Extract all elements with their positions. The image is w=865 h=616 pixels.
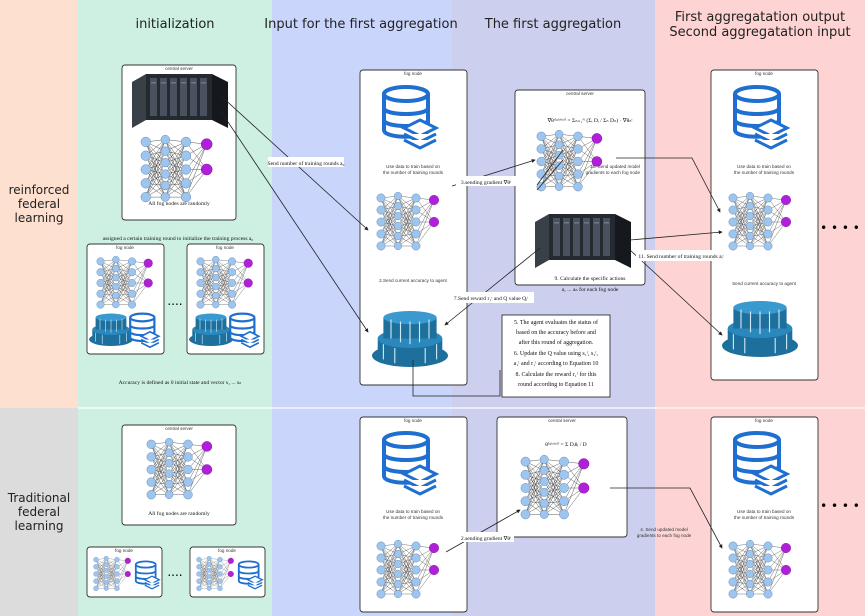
row-label-traditional-2: federal xyxy=(18,505,60,519)
row-label-reinforced-2: federal xyxy=(18,197,60,211)
agent-icon xyxy=(721,300,799,358)
send-rounds-2-label-bg xyxy=(636,250,726,261)
output-fog-node-box-top: fog node Use data to train based on the … xyxy=(710,69,819,381)
send-rounds-2-label: 11. Send number of training rounds aᵢᵗ xyxy=(638,253,723,260)
left-column-top-bg xyxy=(0,0,78,408)
agent-evaluation-note: 5. The agent evaluates the status of bas… xyxy=(501,314,611,398)
svg-text:based on the accuracy before a: based on the accuracy before and xyxy=(516,329,596,336)
output-fog-node-box-bottom: fog node Use data to train based on the … xyxy=(710,416,819,613)
send-reward-label: 7.Send reward r₁ᵗ and Q value Qᵢᵗ xyxy=(454,296,528,302)
calc-specific-line2: a₁ ... aₙ for each fog node xyxy=(562,286,619,293)
svg-text:the number of training rounds: the number of training rounds xyxy=(383,515,444,520)
svg-text:central server: central server xyxy=(566,91,594,96)
send-updated-trad-2: gradients to each fog node xyxy=(637,533,692,538)
send-updated-trad-1: 4. Send updated model xyxy=(640,527,688,532)
svg-text:Use data to train based on: Use data to train based on xyxy=(737,509,791,514)
row-label-reinforced-3: learning xyxy=(15,211,64,225)
bottom-row-arrows xyxy=(445,487,723,553)
svg-text:All fog nodes are randomly: All fog nodes are randomly xyxy=(148,200,210,207)
left-column-bottom-bg xyxy=(0,408,78,616)
send-rounds-label: Send number of training rounds a₀ xyxy=(268,160,345,167)
svg-text:fog node: fog node xyxy=(116,245,134,250)
svg-text:fog node: fog node xyxy=(218,548,236,553)
svg-text:fog node: fog node xyxy=(755,418,773,423)
svg-text:9. Calculate the specific acti: 9. Calculate the specific actions xyxy=(555,275,626,282)
agg-central-server-box-bottom: central server θ⁽ᵍˡᵒᵇᵃˡ⁾ = Σ Dᵢθᵢ / D xyxy=(496,416,628,538)
sending-gradient-label-bg xyxy=(456,176,516,186)
row-label-traditional-3: learning xyxy=(15,519,64,533)
assigned-round-label: assigned a certain training round to ini… xyxy=(103,236,254,242)
init-fog-node-bottom-1: fog node xyxy=(86,546,163,598)
top-row-arrows xyxy=(219,94,723,397)
init-fog-node-2: fog node xyxy=(186,243,265,355)
send-reward-label-bg xyxy=(448,292,534,303)
svg-text:Use data to train based on: Use data to train based on xyxy=(386,509,440,514)
svg-text:the number of training rounds: the number of training rounds xyxy=(383,170,444,175)
ellipsis-right-bottom: • • • • xyxy=(820,499,860,513)
input-fog-node-box: fog node Use data to train based on the … xyxy=(359,69,468,386)
ellipsis-right-top: • • • • xyxy=(820,221,860,235)
header-input-first-aggregation: Input for the first aggregation xyxy=(264,17,457,32)
svg-text:gradients to each fog node: gradients to each fog node xyxy=(586,170,641,175)
svg-text:fog node: fog node xyxy=(404,418,422,423)
svg-text:∇θᵗ⁽ᵍˡᵒᵇᵃˡ⁾ = Σₙ₌₁ᴺ (Σᵢ Dᵢ / Σ: ∇θᵗ⁽ᵍˡᵒᵇᵃˡ⁾ = Σₙ₌₁ᴺ (Σᵢ Dᵢ / Σₙ Dₙ) · ∇θ… xyxy=(546,117,632,124)
svg-text:Use data to train based on: Use data to train based on xyxy=(737,164,791,169)
header-output-line2: Second aggregatation input xyxy=(669,25,850,40)
svg-text:6. Update the Q value using s₁: 6. Update the Q value using s₁ᵗ, s₂ᵗ, xyxy=(514,351,599,357)
header-initialization: initialization xyxy=(135,17,214,32)
accuracy-defined-label: Accuracy is defined as 0 initial state a… xyxy=(119,379,243,386)
init-fog-node-1: fog node xyxy=(86,243,165,355)
svg-text:after this round of aggregatio: after this round of aggregation. xyxy=(519,339,594,346)
svg-text:the number of training rounds: the number of training rounds xyxy=(734,170,795,175)
agg-central-server-box: central server ∇θᵗ⁽ᵍˡᵒᵇᵃˡ⁾ = Σₙ₌₁ᴺ (Σᵢ D… xyxy=(514,89,646,286)
svg-text:central server: central server xyxy=(165,66,193,71)
fog-ellipsis-top: .... xyxy=(167,294,182,308)
header-first-aggregation: The first aggregation xyxy=(484,17,622,32)
svg-text:a₁ᵗ and r₁ᵗ according to Equat: a₁ᵗ and r₁ᵗ according to Equation 10 xyxy=(514,361,599,367)
agent-icon xyxy=(188,313,234,347)
svg-text:the number of training rounds: the number of training rounds xyxy=(734,515,795,520)
row-label-traditional-1: Traditional xyxy=(7,491,70,505)
sending-gradient-label: 3.sending gradient ∇θᵗ xyxy=(461,179,511,186)
init-central-server-box: central server All fog nodes are randoml… xyxy=(121,64,237,221)
svg-text:round according to Equation 11: round according to Equation 11 xyxy=(518,382,594,388)
server-icon xyxy=(535,214,631,268)
svg-text:fog node: fog node xyxy=(115,548,133,553)
server-icon xyxy=(132,74,228,128)
svg-text:2.Send current accuracy to age: 2.Send current accuracy to agent xyxy=(379,278,447,283)
svg-text:8. Calculate the reward r₁ᵗ fo: 8. Calculate the reward r₁ᵗ for this xyxy=(515,371,597,378)
svg-text:central server: central server xyxy=(165,426,193,431)
svg-text:All fog nodes are randomly: All fog nodes are randomly xyxy=(148,510,210,517)
sending-gradient-trad-label-bg xyxy=(458,532,514,542)
send-rounds-label-bg xyxy=(268,157,344,167)
svg-text:5. The agent evaluates the sta: 5. The agent evaluates the status of xyxy=(514,319,598,326)
svg-text:10. Send updated model: 10. Send updated model xyxy=(590,164,640,169)
input-fog-node-box-bottom: fog node Use data to train based on the … xyxy=(359,416,468,613)
sending-gradient-trad-label: 2.sending gradient ∇θᵗ xyxy=(461,535,511,542)
svg-text:fog node: fog node xyxy=(755,71,773,76)
svg-text:fog node: fog node xyxy=(216,245,234,250)
init-central-server-box-bottom: central server All fog nodes are randoml… xyxy=(121,424,237,526)
svg-text:Send current accuracy to agent: Send current accuracy to agent xyxy=(732,281,797,286)
svg-text:fog node: fog node xyxy=(404,71,422,76)
fog-ellipsis-bottom: .... xyxy=(167,565,182,579)
svg-text:θ⁽ᵍˡᵒᵇᵃˡ⁾ = Σ Dᵢθᵢ / D: θ⁽ᵍˡᵒᵇᵃˡ⁾ = Σ Dᵢθᵢ / D xyxy=(545,441,586,448)
init-fog-node-bottom-2: fog node xyxy=(189,546,266,598)
svg-text:Use data to train based on: Use data to train based on xyxy=(386,164,440,169)
row-label-reinforced-1: reinforced xyxy=(9,183,70,197)
header-output-line1: First aggregatation output xyxy=(675,10,845,25)
svg-text:central server: central server xyxy=(548,418,576,423)
